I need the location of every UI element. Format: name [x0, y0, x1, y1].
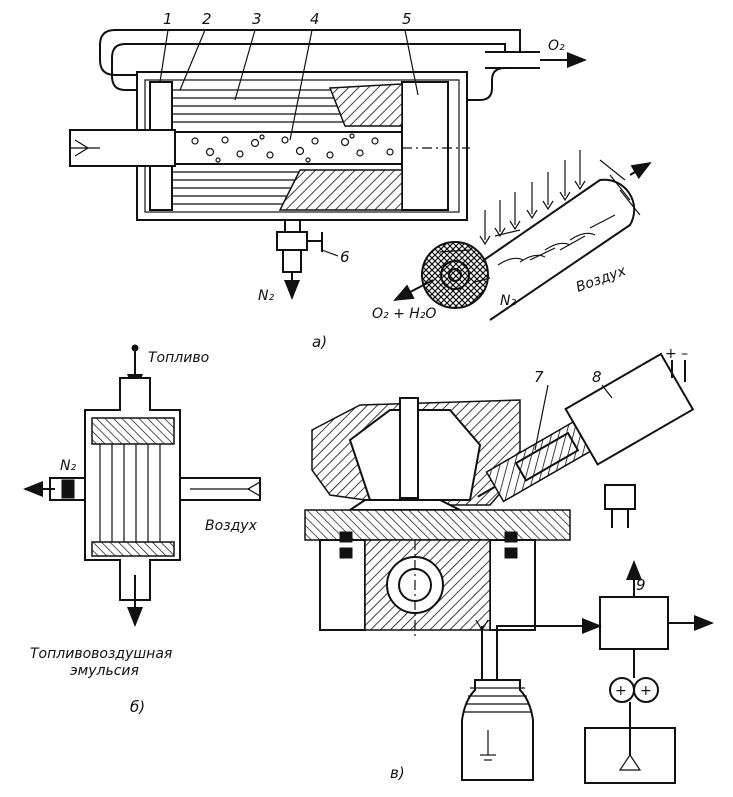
label-4: 4: [310, 10, 320, 28]
catalyst-particles: [191, 133, 394, 163]
engine-assembly-v: + – 7 8: [304, 346, 695, 640]
svg-text:+: +: [640, 683, 652, 699]
label-n2-outlet: N₂: [258, 288, 274, 304]
label-n2-b: N₂: [60, 458, 76, 474]
caption-b: б): [130, 698, 145, 716]
label-o2: O₂: [548, 38, 565, 54]
label-7: 7: [534, 368, 544, 386]
label-emulsion-1: Топливовоздушная: [30, 646, 172, 662]
label-8: 8: [592, 368, 602, 386]
caption-v: в): [390, 764, 405, 782]
label-9: 9: [636, 576, 646, 594]
svg-text:+: +: [615, 683, 627, 699]
label-3: 3: [252, 10, 262, 28]
emulsifier-assembly-b: Топливо N₂ Воздух Топливовоздушная эмуль…: [23, 344, 261, 679]
label-air-fiber: Воздух: [574, 263, 629, 296]
control-circuit: 9 + +: [461, 560, 714, 784]
label-o2-h2o: O₂ + H₂O: [372, 306, 436, 322]
separator-assembly-a: 1 2 3 4 5 6 O₂ N₂: [69, 10, 587, 304]
label-2: 2: [202, 10, 212, 28]
label-air-b: Воздух: [205, 518, 258, 534]
label-1: 1: [163, 10, 173, 28]
label-5: 5: [402, 10, 412, 28]
tube-bundle: [172, 83, 403, 211]
label-n2-fiber: N₂: [500, 293, 516, 309]
label-fuel: Топливо: [148, 350, 209, 366]
label-plus-minus: + –: [665, 346, 688, 362]
label-emulsion-2: эмульсия: [70, 663, 139, 679]
caption-a: а): [312, 333, 327, 351]
label-6: 6: [340, 248, 350, 266]
